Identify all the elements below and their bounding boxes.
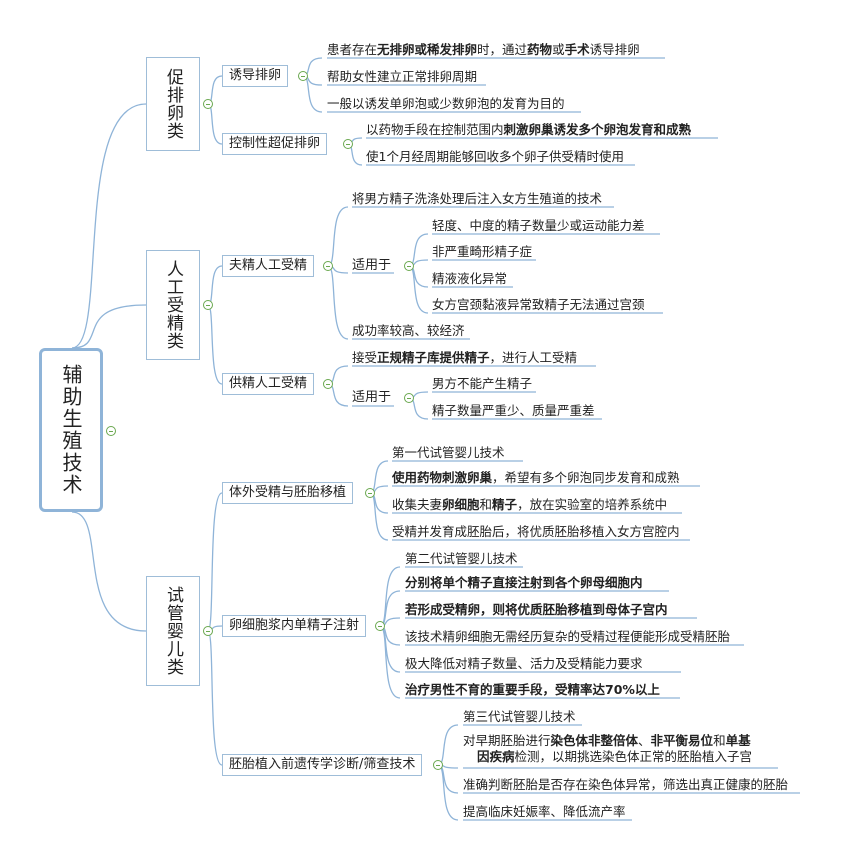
leaf-item[interactable]: 成功率较高、较经济 [352, 323, 465, 338]
category-ovulation[interactable]: 促排卵类 [146, 57, 200, 151]
leaf-item[interactable]: 使用药物刺激卵巢，希望有多个卵泡同步发育和成熟 [392, 470, 680, 485]
collapse-icon[interactable] [404, 261, 414, 271]
leaf-item[interactable]: 治疗男性不育的重要手段，受精率达70%以上 [405, 682, 660, 697]
connector-line [207, 103, 223, 145]
leaf-item[interactable]: 受精并发育成胚胎后，将优质胚胎移植入女方宫腔内 [392, 524, 680, 539]
connector-line [327, 265, 349, 340]
connector-line [437, 724, 459, 766]
root-node[interactable]: 辅助生殖技术 [39, 348, 103, 512]
leaf-item[interactable]: 男方不能产生精子 [432, 376, 533, 391]
leaf-item[interactable]: 极大降低对精子数量、活力及受精能力要求 [405, 656, 643, 671]
subtopic-ivf-et[interactable]: 体外受精与胚胎移植 [222, 482, 354, 504]
collapse-icon[interactable] [203, 626, 213, 636]
leaf-item[interactable]: 非严重畸形精子症 [432, 244, 533, 259]
connector-line [207, 630, 223, 766]
subtopic-husband-insemination[interactable]: 夫精人工受精 [222, 255, 315, 277]
leaf-item[interactable]: 分别将单个精子直接注射到各个卵母细胞内 [405, 575, 643, 590]
category-ivf[interactable]: 试管婴儿类 [146, 576, 200, 686]
leaf-item[interactable]: 对早期胚胎进行染色体非整倍体、非平衡易位和单基因疾病检测，以期挑选染色体正常的胚… [463, 733, 753, 764]
leaf-item[interactable]: 提高临床妊娠率、降低流产率 [463, 804, 626, 819]
leaf-item[interactable]: 收集夫妻卵细胞和精子，放在实验室的培养系统中 [392, 497, 668, 512]
connector-line [327, 206, 349, 267]
collapse-icon[interactable] [375, 621, 385, 631]
leaf-item[interactable]: 以药物手段在控制范围内刺激卵巢诱发多个卵泡发育和成熟 [366, 122, 692, 137]
leaf-item[interactable]: 若形成受精卵，则将优质胚胎移植到母体子宫内 [405, 602, 668, 617]
collapse-icon[interactable] [203, 300, 213, 310]
leaf-item[interactable]: 第二代试管婴儿技术 [405, 551, 518, 566]
applicable-label[interactable]: 适用于 [352, 390, 392, 405]
collapse-icon[interactable] [433, 760, 443, 770]
leaf-item[interactable]: 一般以诱发单卵泡或少数卵泡的发育为目的 [327, 96, 565, 111]
collapse-icon[interactable] [323, 261, 333, 271]
subtopic-donor-insemination[interactable]: 供精人工受精 [222, 373, 315, 395]
connector-line [71, 103, 147, 349]
collapse-icon[interactable] [323, 379, 333, 389]
leaf-item[interactable]: 女方宫颈黏液异常致精子无法通过宫颈 [432, 297, 645, 312]
leaf-item[interactable]: 接受正规精子库提供精子，进行人工受精 [352, 350, 578, 365]
leaf-item[interactable]: 精液液化异常 [432, 271, 508, 286]
applicable-label[interactable]: 适用于 [352, 258, 392, 273]
connector-line [379, 625, 401, 699]
connector-line [207, 492, 223, 632]
leaf-item[interactable]: 患者存在无排卵或稀发排卵时，通过药物或手术诱导排卵 [327, 42, 640, 57]
subtopic-controlled-stimulation[interactable]: 控制性超促排卵 [222, 133, 328, 155]
leaf-item[interactable]: 第一代试管婴儿技术 [392, 445, 505, 460]
leaf-item[interactable]: 使1个月经周期能够回收多个卵子供受精时使用 [366, 149, 624, 164]
subtopic-icsi[interactable]: 卵细胞浆内单精子注射 [222, 615, 367, 637]
leaf-item[interactable]: 将男方精子洗涤处理后注入女方生殖道的技术 [352, 191, 603, 206]
leaf-item[interactable]: 轻度、中度的精子数量少或运动能力差 [432, 218, 645, 233]
connector-line [302, 75, 323, 113]
leaf-item[interactable]: 第三代试管婴儿技术 [463, 709, 576, 724]
leaf-item[interactable]: 准确判断胚胎是否存在染色体异常，筛选出真正健康的胚胎 [463, 777, 789, 792]
collapse-icon[interactable] [203, 99, 213, 109]
connector-line [408, 265, 429, 314]
collapse-icon[interactable] [404, 393, 414, 403]
leaf-item[interactable]: 帮助女性建立正常排卵周期 [327, 69, 478, 84]
collapse-icon[interactable] [106, 426, 116, 436]
connector-line [207, 265, 223, 306]
collapse-icon[interactable] [365, 488, 375, 498]
connector-line [379, 625, 401, 673]
subtopic-ovulation-induction[interactable]: 诱导排卵 [222, 65, 289, 87]
category-insemination[interactable]: 人工受精类 [146, 250, 200, 360]
collapse-icon[interactable] [343, 139, 353, 149]
subtopic-pgd[interactable]: 胚胎植入前遗传学诊断/筛查技术 [222, 754, 423, 776]
connector-line [207, 304, 223, 385]
collapse-icon[interactable] [298, 71, 308, 81]
connector-line [71, 304, 147, 349]
leaf-item[interactable]: 精子数量严重少、质量严重差 [432, 403, 595, 418]
connector-line [379, 590, 401, 627]
connector-line [71, 511, 147, 632]
connector-line [369, 492, 389, 541]
leaf-item[interactable]: 该技术精卵细胞无需经历复杂的受精过程便能形成受精胚胎 [405, 629, 731, 644]
